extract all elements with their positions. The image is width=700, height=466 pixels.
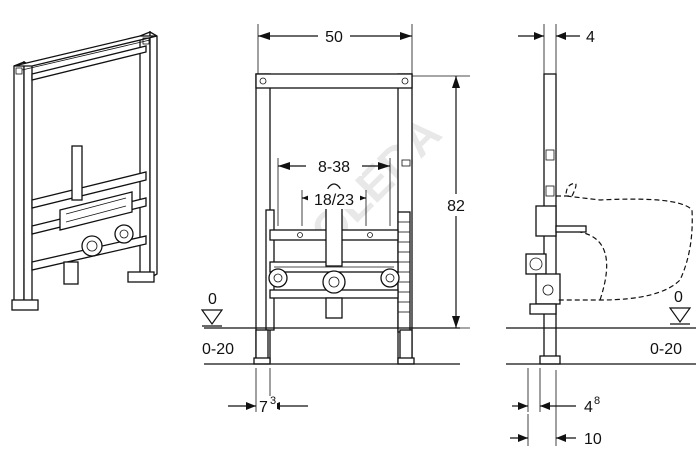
- front-floor-zero: 0: [208, 291, 217, 308]
- side-floor-zero: 0: [674, 289, 683, 306]
- side-elevation-view: 4 0 0-20 4 8: [506, 24, 696, 448]
- dim-label-side-depth-top: 4: [586, 29, 595, 46]
- front-floor-range: 0-20: [202, 341, 234, 358]
- dim-label-foot-width: 7: [259, 399, 268, 416]
- isometric-frame-view: [11, 30, 158, 311]
- side-floor-range: 0-20: [650, 341, 682, 358]
- dim-label-adjust-range: 8-38: [318, 159, 350, 176]
- dim-label-foot-width-sup: 3: [270, 395, 276, 407]
- bidet-outline: [556, 182, 693, 301]
- dim-label-side-depth-total: 10: [584, 431, 602, 448]
- dim-label-side-depth-bottom-sup: 8: [594, 395, 600, 407]
- dim-label-82: 82: [447, 198, 465, 215]
- dim-label-side-depth-bottom: 4: [584, 399, 593, 416]
- front-elevation-view: 50: [200, 24, 472, 416]
- dim-label-center-spacing: 18/23: [314, 192, 354, 209]
- dim-label-50: 50: [325, 29, 343, 46]
